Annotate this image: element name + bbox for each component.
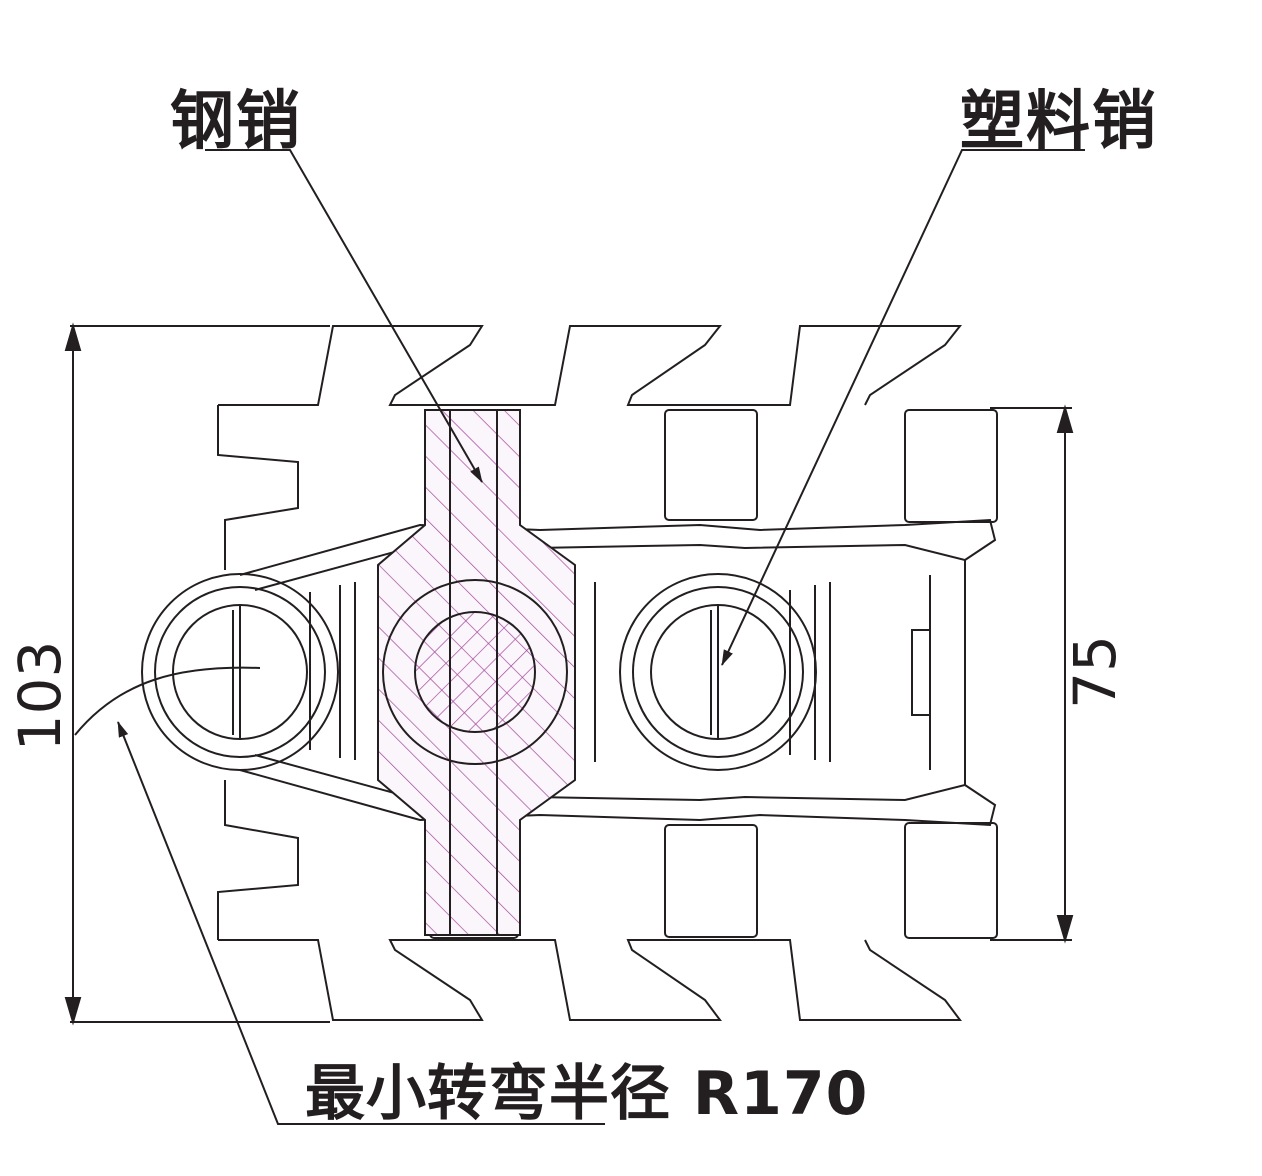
min-turning-radius-label: 最小转弯半径 R170 [305,1059,869,1129]
plastic-pin-label: 塑料销 [960,85,1158,159]
dimension-75 [990,404,1074,944]
steel-pin-label: 钢销 [170,85,302,159]
dimension-103 [64,322,330,1026]
link-height-dimension: 75 [1061,635,1129,709]
chain-link-outlines [217,325,963,1021]
barrel-rings [141,573,817,771]
overall-height-dimension: 103 [6,640,74,752]
link-bodies [239,518,997,827]
steel-pin-section [377,409,576,936]
leader-lines [74,149,1085,1125]
